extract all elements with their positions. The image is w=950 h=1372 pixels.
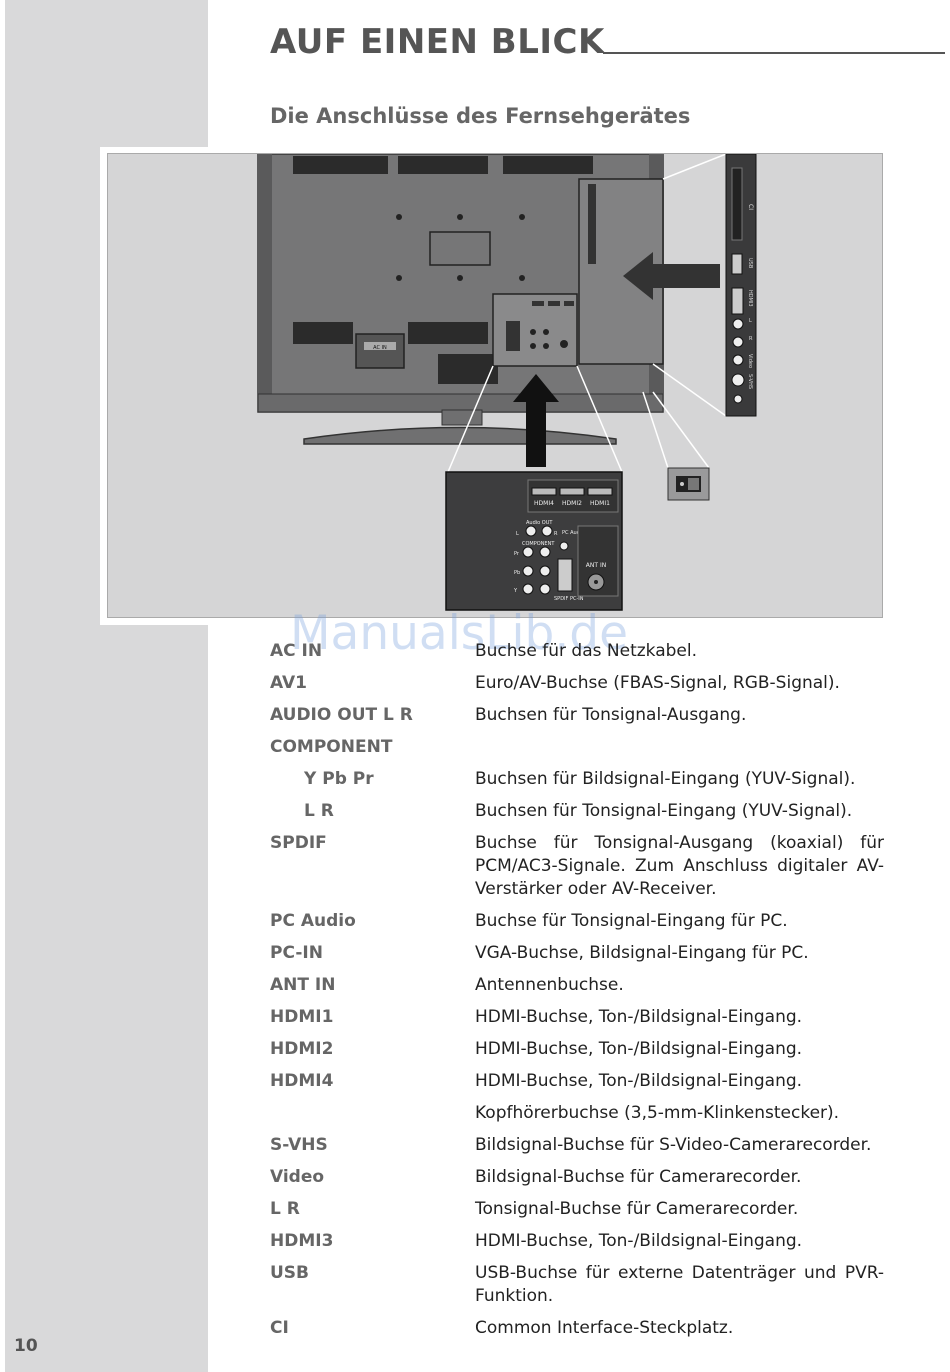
- side-r-label: R: [749, 336, 753, 342]
- page-number: 10: [14, 1336, 38, 1356]
- pc-in-label: PC-IN: [570, 596, 584, 602]
- connection-description: Tonsignal-Buchse für Camerarecorder.: [475, 1199, 799, 1219]
- connection-description: USB-Buchse für externe Datenträger und P…: [475, 1263, 884, 1306]
- connection-description: Bildsignal-Buchse für Camerarecorder.: [475, 1167, 802, 1187]
- connection-term: ANT IN: [270, 975, 336, 995]
- connection-term: Video: [270, 1167, 325, 1187]
- connection-description: HDMI-Buchse, Ton-/Bildsignal-Eingang.: [475, 1039, 803, 1059]
- connection-description: VGA-Buchse, Bildsignal-Eingang für PC.: [475, 943, 809, 963]
- ci-label: CI: [747, 204, 754, 210]
- figure-panel: AC IN: [107, 153, 883, 618]
- connection-term: AC IN: [270, 641, 323, 661]
- connection-description: Bildsignal-Buchse für S-Video-Camerareco…: [475, 1135, 872, 1155]
- title-rule: [603, 52, 945, 54]
- component-label: COMPONENT: [522, 541, 555, 547]
- connection-row: CI Common Interface-Steckplatz.: [270, 1317, 884, 1340]
- pb-label: Pb: [514, 570, 520, 576]
- connection-row: HDMI1 HDMI-Buchse, Ton-/Bildsignal-Eingan…: [270, 1006, 884, 1029]
- connection-term: L R: [270, 1199, 300, 1219]
- y-label: Y: [513, 588, 518, 594]
- hdmi3-label: HDMI3: [747, 290, 753, 307]
- connection-row: SPDIF Buchse für Tonsignal-Ausgang (koaxi…: [270, 832, 884, 901]
- watermark: ManualsLib.de: [290, 606, 629, 661]
- bottom-l-label: L: [516, 531, 519, 537]
- tv-connections-figure: AC IN: [100, 147, 886, 625]
- connection-term: AV1: [270, 673, 307, 693]
- pc-audio-label: PC Audio: [562, 530, 584, 536]
- connection-description: HDMI-Buchse, Ton-/Bildsignal-Eingang.: [475, 1007, 803, 1027]
- connection-row: ANT IN Antennenbuchse.: [270, 974, 884, 997]
- connection-term: USB: [270, 1263, 310, 1283]
- connection-row: L R Buchsen für Tonsignal-Eingang (YUV-Si…: [270, 800, 884, 823]
- connection-term: HDMI3: [270, 1231, 334, 1251]
- connection-term: COMPONENT: [270, 737, 393, 757]
- connection-term: PC-IN: [270, 943, 323, 963]
- vga-socket: [557, 558, 573, 592]
- svhs-label: S-VHS: [747, 374, 753, 389]
- connection-list: AC IN Buchse für das Netzkabel. AV1 Euro/AV…: [270, 640, 884, 1349]
- spdif-label: SPDIF: [554, 596, 569, 602]
- section-title: Die Anschlüsse des Fernsehgerätes: [270, 104, 691, 128]
- connection-description: Kopfhörerbuchse (3,5-mm-Klinkenstecker).: [475, 1103, 840, 1123]
- connection-description: Common Interface-Steckplatz.: [475, 1318, 734, 1338]
- hdmi1-label: HDMI1: [590, 500, 610, 507]
- connection-term: HDMI4: [270, 1071, 334, 1091]
- connection-description: Buchse für das Netzkabel.: [475, 641, 698, 661]
- connection-description: HDMI-Buchse, Ton-/Bildsignal-Eingang.: [475, 1071, 803, 1091]
- connection-term: HDMI2: [270, 1039, 334, 1059]
- connection-row: HDMI2 HDMI-Buchse, Ton-/Bildsignal-Eingan…: [270, 1038, 884, 1061]
- pr-label: Pr: [514, 551, 520, 557]
- connection-term: CI: [270, 1318, 289, 1338]
- connection-row: HDMI3 HDMI-Buchse, Ton-/Bildsignal-Eingan…: [270, 1230, 884, 1253]
- usb-label: USB: [747, 258, 753, 269]
- connection-description: Antennenbuchse.: [475, 975, 624, 995]
- connection-row: HDMI4 HDMI-Buchse, Ton-/Bildsignal-Eingan…: [270, 1070, 884, 1093]
- ac-in-label: AC IN: [373, 345, 387, 351]
- arrow-up-icon: [513, 374, 559, 467]
- connection-description: Buchsen für Bildsignal-Eingang (YUV-Sign…: [475, 769, 856, 789]
- connection-term: SPDIF: [270, 833, 327, 853]
- video-label: Video: [747, 354, 753, 368]
- side-l-label: L: [749, 318, 752, 324]
- heading-row: AUF EINEN BLICK: [270, 22, 945, 66]
- tv-rear-illustration: AC IN: [257, 154, 757, 611]
- connection-term: HDMI1: [270, 1007, 334, 1027]
- connection-row: AC IN Buchse für das Netzkabel.: [270, 640, 884, 663]
- connection-row: PC-IN VGA-Buchse, Bildsignal-Eingang für …: [270, 942, 884, 965]
- arrow-left-icon: [623, 252, 720, 300]
- connection-term: AUDIO OUT L R: [270, 705, 413, 725]
- audio-out-label: Audio OUT: [526, 520, 553, 526]
- connection-row: USB USB-Buchse für externe Datenträger un…: [270, 1262, 884, 1308]
- connection-row: Kopfhörerbuchse (3,5-mm-Klinkenstecker).: [270, 1102, 884, 1125]
- connection-description: HDMI-Buchse, Ton-/Bildsignal-Eingang.: [475, 1231, 803, 1251]
- hdmi4-label: HDMI4: [534, 500, 554, 507]
- connection-row: COMPONENT: [270, 736, 884, 759]
- connection-term: L R: [304, 801, 334, 821]
- tv-stand: [303, 426, 617, 445]
- connection-term: PC Audio: [270, 911, 356, 931]
- connection-description: Buchse für Tonsignal-Eingang für PC.: [475, 911, 788, 931]
- connection-description: Buchsen für Tonsignal-Ausgang.: [475, 705, 747, 725]
- ac-in-socket: [355, 333, 405, 369]
- hdmi2-label: HDMI2: [562, 500, 582, 507]
- connection-row: S-VHS Bildsignal-Buchse für S-Video-Camer…: [270, 1134, 884, 1157]
- connection-row: L R Tonsignal-Buchse für Camerarecorder.: [270, 1198, 884, 1221]
- connection-description: Buchse für Tonsignal-Ausgang (koaxial) f…: [475, 833, 884, 899]
- connection-row: PC Audio Buchse für Tonsignal-Eingang für…: [270, 910, 884, 933]
- ant-in-label: ANT IN: [586, 562, 606, 569]
- connection-row: AV1 Euro/AV-Buchse (FBAS-Signal, RGB-Sign…: [270, 672, 884, 695]
- connection-row: AUDIO OUT L R Buchsen für Tonsignal-Ausga…: [270, 704, 884, 727]
- page-title: AUF EINEN BLICK: [270, 22, 605, 62]
- bottom-r-label: R: [554, 531, 558, 537]
- connection-term: S-VHS: [270, 1135, 328, 1155]
- connection-description: Euro/AV-Buchse (FBAS-Signal, RGB-Signal)…: [475, 673, 840, 693]
- connection-description: Buchsen für Tonsignal-Eingang (YUV-Signa…: [475, 801, 853, 821]
- connection-row: Y Pb Pr Buchsen für Bildsignal-Eingang (Y…: [270, 768, 884, 791]
- connection-row: Video Bildsignal-Buchse für Camerarecorde…: [270, 1166, 884, 1189]
- connection-term: Y Pb Pr: [304, 769, 374, 789]
